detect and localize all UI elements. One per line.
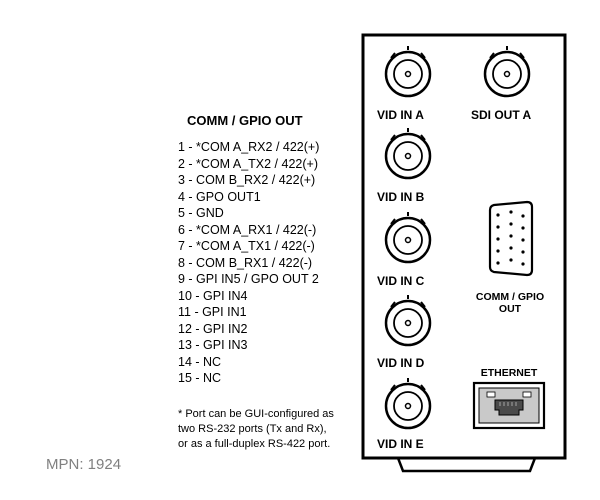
label-comm-gpio-line1: COMM / GPIO — [476, 291, 544, 303]
pin-6: 6 - *COM A_RX1 / 422(-) — [178, 222, 317, 237]
pin-15: 15 - NC — [178, 371, 222, 385]
pin-5: 5 - GND — [178, 206, 224, 220]
bnc-vid-in-a — [384, 46, 432, 98]
bnc-vid-in-d — [384, 295, 432, 347]
footnote-line: * Port can be GUI-configured as — [178, 408, 334, 420]
label-vid-in-b: VID IN B — [377, 190, 425, 204]
pin-12: 12 - GPI IN2 — [178, 321, 248, 336]
pin-4: 4 - GPO OUT1 — [178, 189, 261, 204]
pinout-title: COMM / GPIO OUT — [187, 113, 303, 128]
pin-13: 13 - GPI IN3 — [178, 338, 248, 352]
bnc-vid-in-e — [384, 378, 432, 430]
pin-14: 14 - NC — [178, 354, 222, 369]
footnote-line: two RS-232 ports (Tx and Rx), — [178, 423, 327, 435]
label-vid-in-a: VID IN A — [377, 108, 424, 122]
pin-1: 1 - *COM A_RX2 / 422(+) — [178, 140, 320, 154]
pin-2: 2 - *COM A_TX2 / 422(+) — [178, 156, 318, 171]
bnc-sdi-out-a — [483, 46, 531, 98]
label-sdi-out-a: SDI OUT A — [471, 108, 532, 122]
mpn-label: MPN: 1924 — [46, 456, 122, 473]
pin-8: 8 - COM B_RX1 / 422(-) — [178, 255, 313, 270]
bnc-vid-in-c — [384, 212, 432, 264]
label-comm-gpio-line2: OUT — [499, 303, 522, 315]
pin-7: 7 - *COM A_TX1 / 422(-) — [178, 239, 315, 253]
pin-list: 1 - *COM A_RX2 / 422(+) 2 - *COM A_TX2 /… — [178, 139, 319, 387]
label-ethernet: ETHERNET — [481, 367, 538, 379]
bnc-vid-in-b — [384, 128, 432, 180]
label-vid-in-d: VID IN D — [377, 356, 425, 370]
footnote: * Port can be GUI-configured as two RS-2… — [178, 407, 334, 452]
db15-connector — [488, 200, 534, 277]
pin-3: 3 - COM B_RX2 / 422(+) — [178, 173, 316, 187]
ethernet-port-icon — [472, 381, 546, 430]
label-vid-in-e: VID IN E — [377, 437, 424, 451]
pin-9: 9 - GPI IN5 / GPO OUT 2 — [178, 272, 319, 286]
pin-10: 10 - GPI IN4 — [178, 288, 248, 303]
label-vid-in-c: VID IN C — [377, 274, 425, 288]
footnote-line: or as a full-duplex RS-422 port. — [178, 438, 331, 450]
pin-11: 11 - GPI IN1 — [178, 305, 247, 319]
